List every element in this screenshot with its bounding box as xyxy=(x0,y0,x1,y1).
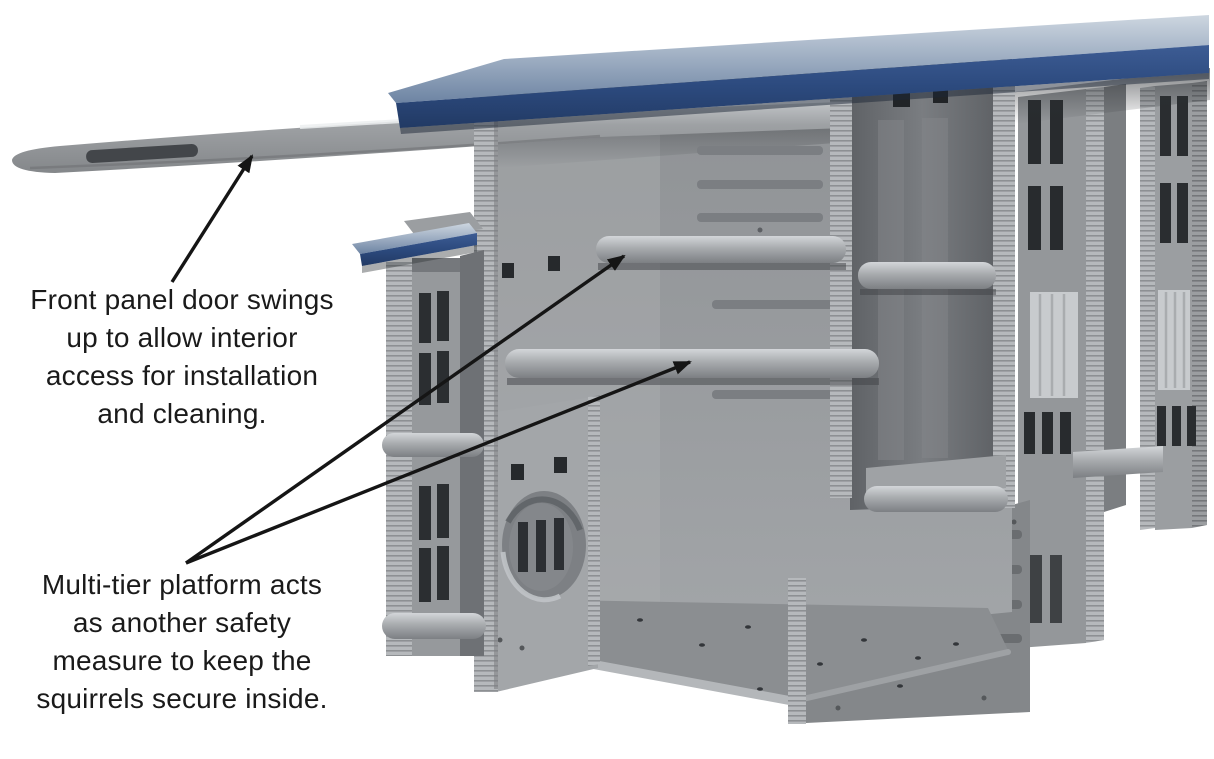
platform-ledge xyxy=(864,486,1008,512)
interior-post-right xyxy=(993,60,1015,508)
annotation-line: Front panel door swings xyxy=(30,284,334,315)
annotation-line: up to allow interior xyxy=(66,322,298,353)
tower-far-slots xyxy=(1157,96,1196,446)
tower-near xyxy=(1018,84,1126,648)
annotation-line: access for installation xyxy=(45,360,319,391)
wing-slots xyxy=(419,291,449,602)
tower-near-window xyxy=(1030,292,1078,398)
platform-right xyxy=(858,262,996,289)
door-slot-hole xyxy=(86,143,198,164)
entrance-hole xyxy=(500,491,586,603)
corner-post-bottom xyxy=(788,578,806,724)
vent-grooves xyxy=(697,146,846,399)
annotation-arrow-platform-upper xyxy=(185,254,626,565)
roof-front-edge xyxy=(396,45,1209,128)
platform-upper xyxy=(596,236,846,263)
entrance-wall xyxy=(496,395,600,692)
annotation-line: Multi-tier platform acts xyxy=(41,569,323,600)
annotation-arrow-platform-lower xyxy=(185,360,692,565)
annotation-line: and cleaning. xyxy=(97,398,267,429)
wing-perch-lower xyxy=(382,613,486,639)
wing-ribbed-post xyxy=(386,262,412,656)
tower-near-ribbed-edge xyxy=(1086,87,1104,643)
annotation-line: measure to keep the xyxy=(52,645,312,676)
tower-connector-bar xyxy=(1073,446,1163,478)
wing-roof xyxy=(352,223,477,273)
annotation-multi-tier-platform: Multi-tier platform acts as another safe… xyxy=(8,566,356,718)
multi-tier-platforms xyxy=(505,236,1008,512)
interior-post-left xyxy=(830,74,852,498)
annotation-arrows xyxy=(170,154,692,565)
main-roof xyxy=(388,15,1209,134)
platform-lower xyxy=(505,349,879,378)
entrance-baffle-slots xyxy=(518,518,564,572)
wing-perch-upper xyxy=(382,433,484,457)
annotation-line: as another safety xyxy=(72,607,292,638)
roof-top-surface xyxy=(388,15,1209,103)
annotation-front-door: Front panel door swings up to allow inte… xyxy=(8,281,356,433)
annotation-arrow-door xyxy=(170,154,254,283)
annotation-line: squirrels secure inside. xyxy=(36,683,328,714)
right-towers xyxy=(1015,68,1210,648)
tower-far xyxy=(1140,81,1207,530)
